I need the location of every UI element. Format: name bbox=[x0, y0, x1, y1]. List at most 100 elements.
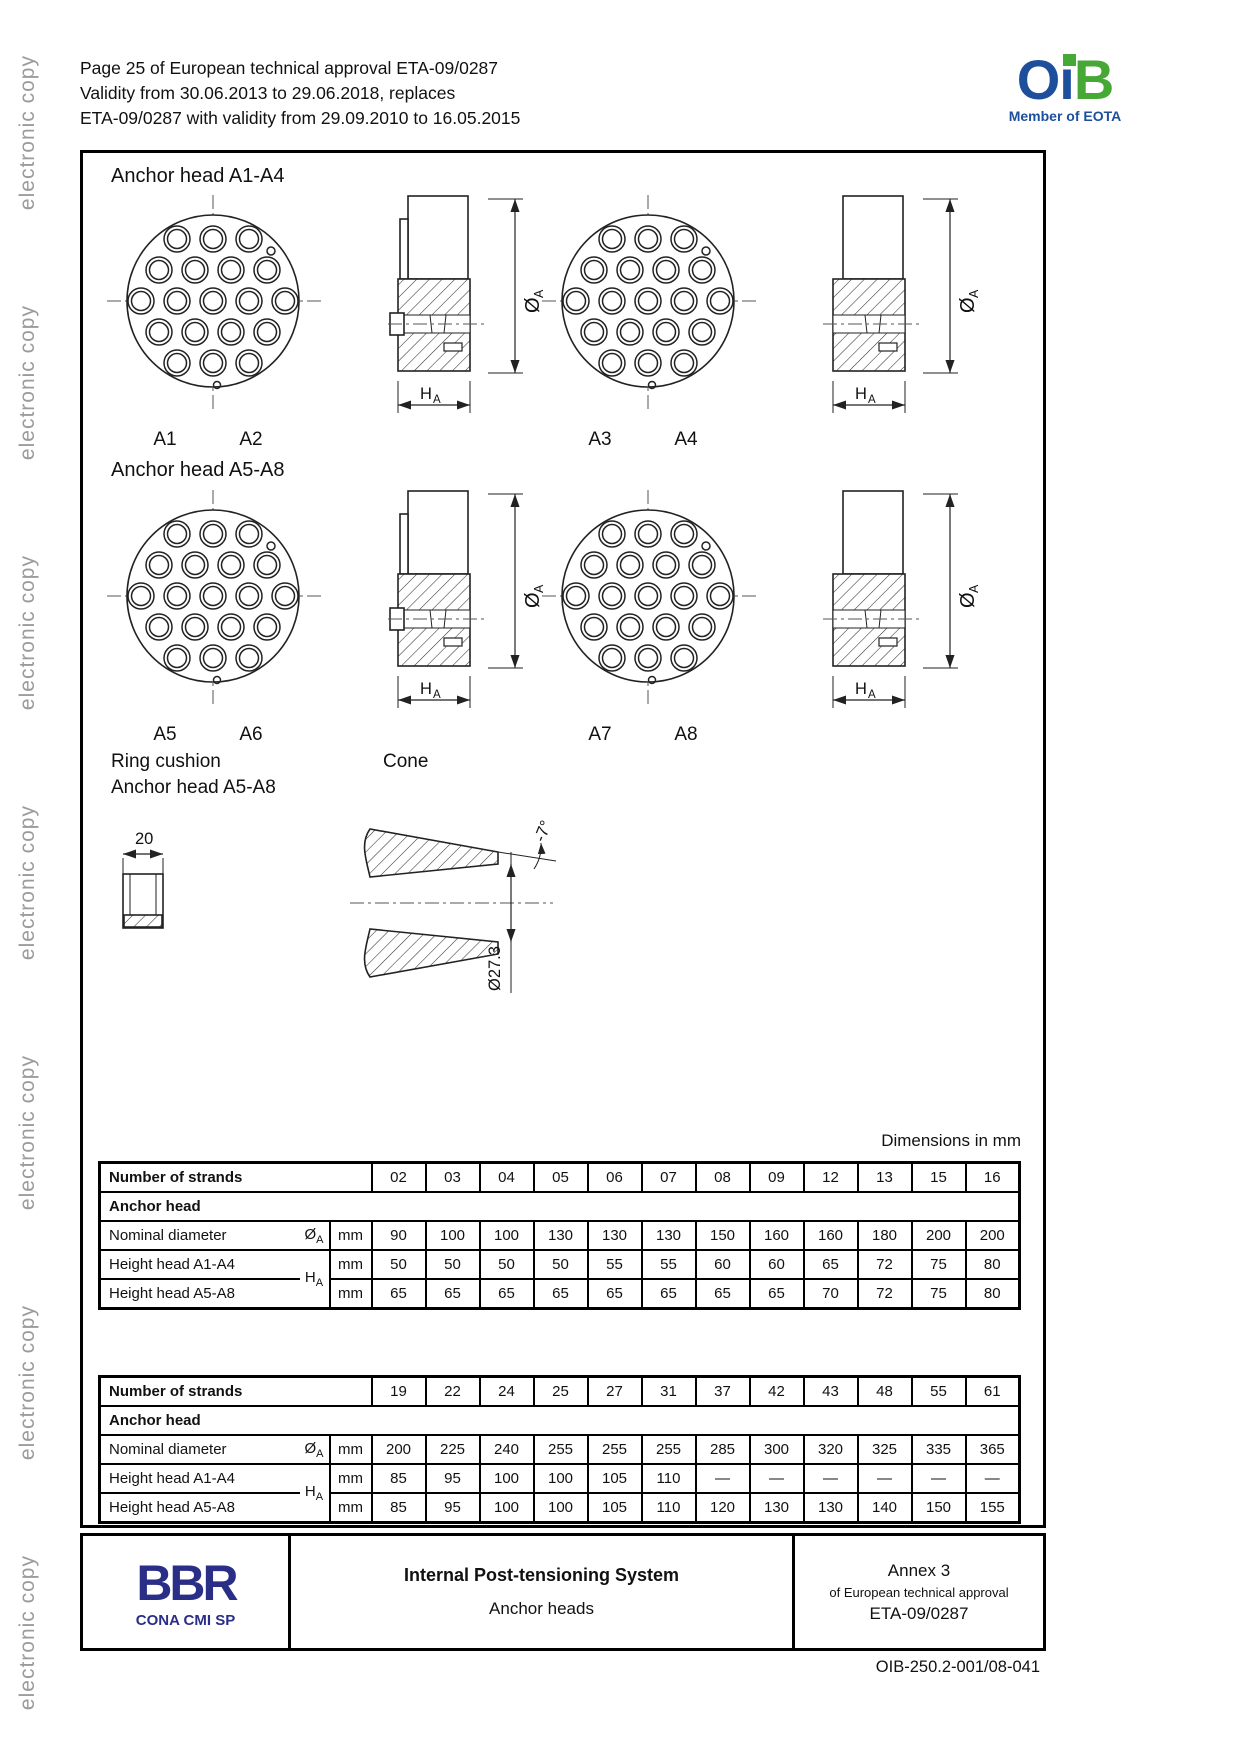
value-cell: — bbox=[748, 1463, 805, 1494]
h-symbol: H bbox=[855, 680, 867, 698]
value-cell: 55 bbox=[640, 1249, 697, 1280]
h-symbol: H bbox=[855, 385, 867, 403]
strand-count-cell: 43 bbox=[802, 1375, 859, 1407]
value-cell: 160 bbox=[802, 1220, 859, 1251]
diameter-dimension-label: Ø A bbox=[522, 584, 546, 608]
section-title-a1-a4: Anchor head A1-A4 bbox=[111, 165, 285, 187]
strand-count-cell: 03 bbox=[424, 1161, 481, 1193]
value-cell: 65 bbox=[424, 1278, 481, 1310]
strand-count-cell: 04 bbox=[478, 1161, 535, 1193]
value-cell: 65 bbox=[640, 1278, 697, 1310]
value-cell: 200 bbox=[964, 1220, 1021, 1251]
row-symbol: HA bbox=[299, 1463, 331, 1524]
document-number: OIB-250.2-001/08-041 bbox=[875, 1658, 1040, 1676]
row-label: Height head A5-A8 bbox=[98, 1278, 300, 1310]
bbr-caption: CONA CMI SP bbox=[135, 1611, 236, 1629]
value-cell: 240 bbox=[478, 1434, 535, 1465]
section-view-drawing bbox=[388, 490, 488, 667]
value-cell: 225 bbox=[424, 1434, 481, 1465]
value-cell: 285 bbox=[694, 1434, 751, 1465]
svg-text:-7°: -7° bbox=[531, 818, 556, 844]
value-cell: — bbox=[694, 1463, 751, 1494]
section-view-drawing bbox=[388, 195, 488, 372]
strand-count-cell: 08 bbox=[694, 1161, 751, 1193]
strand-count-cell: 27 bbox=[586, 1375, 643, 1407]
ring-dim-label: 20 bbox=[135, 830, 153, 848]
page-header: Page 25 of European technical approval E… bbox=[80, 56, 520, 131]
value-cell: 50 bbox=[478, 1249, 535, 1280]
strand-count-cell: 55 bbox=[910, 1375, 967, 1407]
strand-count-cell: 24 bbox=[478, 1375, 535, 1407]
front-view-drawing bbox=[106, 489, 322, 705]
strand-count-cell: 15 bbox=[910, 1161, 967, 1193]
anchor-head-a1-a2-drawing: A1 A2 Ø A H A bbox=[106, 194, 546, 450]
value-cell: 105 bbox=[586, 1463, 643, 1494]
annex-content-box: Anchor head A1-A4 A1 A2 Ø A H A bbox=[80, 150, 1046, 1528]
value-cell: 255 bbox=[586, 1434, 643, 1465]
strand-count-cell: 09 bbox=[748, 1161, 805, 1193]
value-cell: 130 bbox=[640, 1220, 697, 1251]
value-cell: 105 bbox=[586, 1492, 643, 1524]
row-label: Height head A1-A4 bbox=[98, 1463, 300, 1494]
value-cell: 65 bbox=[694, 1278, 751, 1310]
value-cell: 200 bbox=[370, 1434, 427, 1465]
strand-count-cell: 13 bbox=[856, 1161, 913, 1193]
height-dimension-label: H A bbox=[420, 680, 441, 701]
view-label-a7: A7 bbox=[588, 724, 611, 745]
strand-count-cell: 19 bbox=[370, 1375, 427, 1407]
value-cell: — bbox=[964, 1463, 1021, 1494]
strand-count-cell: 02 bbox=[370, 1161, 427, 1193]
watermark-electronic-copy: electronic copy bbox=[16, 305, 39, 461]
section-header: Anchor head bbox=[98, 1405, 1021, 1436]
strands-header: Number of strands bbox=[98, 1375, 373, 1407]
dia-symbol: Ø bbox=[522, 297, 544, 313]
value-cell: 130 bbox=[802, 1492, 859, 1524]
watermark-electronic-copy: electronic copy bbox=[16, 1055, 39, 1211]
front-view-drawing bbox=[541, 194, 757, 410]
strand-count-cell: 05 bbox=[532, 1161, 589, 1193]
value-cell: 75 bbox=[910, 1249, 967, 1280]
value-cell: 100 bbox=[532, 1492, 589, 1524]
h-sub: A bbox=[868, 689, 876, 701]
cone-angle-label: -7° bbox=[531, 818, 556, 844]
oib-letter-o: O bbox=[1016, 48, 1061, 111]
watermark-electronic-copy: electronic copy bbox=[16, 555, 39, 711]
header-line-3: ETA-09/0287 with validity from 29.09.201… bbox=[80, 108, 521, 128]
value-cell: 180 bbox=[856, 1220, 913, 1251]
strand-count-cell: 07 bbox=[640, 1161, 697, 1193]
value-cell: 85 bbox=[370, 1492, 427, 1524]
row-label: Height head A1-A4 bbox=[98, 1249, 300, 1280]
value-cell: 72 bbox=[856, 1249, 913, 1280]
h-sub: A bbox=[433, 689, 441, 701]
dia-symbol: Ø bbox=[957, 592, 979, 608]
value-cell: 90 bbox=[370, 1220, 427, 1251]
view-label-a4: A4 bbox=[674, 429, 698, 450]
title-block-center: Internal Post-tensioning System Anchor h… bbox=[291, 1536, 792, 1648]
value-cell: 95 bbox=[424, 1463, 481, 1494]
value-cell: — bbox=[856, 1463, 913, 1494]
row-symbol: HA bbox=[299, 1249, 331, 1310]
height-dimension-label: H A bbox=[420, 385, 441, 406]
value-cell: 150 bbox=[910, 1492, 967, 1524]
unit-cell: mm bbox=[328, 1492, 373, 1524]
row-label: Height head A5-A8 bbox=[98, 1492, 300, 1524]
view-label-a5: A5 bbox=[153, 724, 176, 745]
strand-count-cell: 25 bbox=[532, 1375, 589, 1407]
dia-sub: A bbox=[532, 584, 546, 593]
oib-member-of-eota: Member of EOTA bbox=[1008, 108, 1122, 124]
bbr-logo: BBR bbox=[136, 1556, 241, 1608]
value-cell: 335 bbox=[910, 1434, 967, 1465]
view-label-a6: A6 bbox=[239, 724, 262, 745]
strand-count-cell: 37 bbox=[694, 1375, 751, 1407]
diameter-dimension-label: Ø A bbox=[957, 584, 981, 608]
value-cell: 100 bbox=[532, 1463, 589, 1494]
view-label-a2: A2 bbox=[239, 429, 262, 450]
oib-green-dot bbox=[1062, 54, 1076, 66]
annex-cell: Annex 3 of European technical approval E… bbox=[792, 1536, 1043, 1648]
value-cell: 80 bbox=[964, 1249, 1021, 1280]
value-cell: 255 bbox=[640, 1434, 697, 1465]
header-line-2: Validity from 30.06.2013 to 29.06.2018, … bbox=[80, 83, 456, 103]
